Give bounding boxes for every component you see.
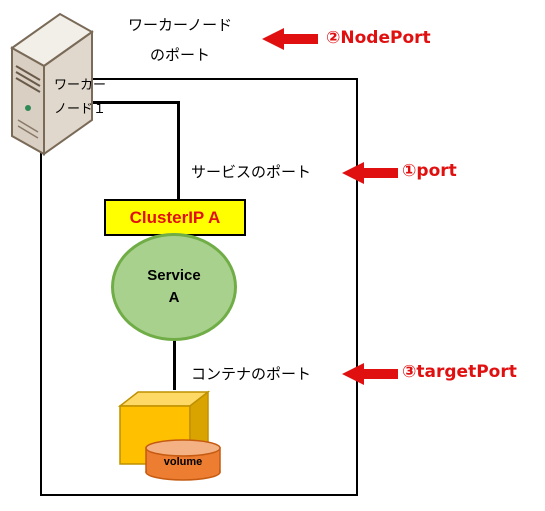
volume-icon	[145, 439, 221, 481]
port-arrow-icon	[342, 162, 398, 184]
worker-node-boundary	[40, 78, 358, 496]
worker-node-label-line1: ワーカー	[54, 78, 107, 93]
node-port-label-line2: のポート	[150, 46, 211, 64]
service-circle: Service A	[111, 233, 237, 341]
container-port-label: コンテナのポート	[191, 365, 312, 383]
node-port-label-line1: ワーカーノード	[128, 16, 233, 34]
worker-node-label-line2: ノード１	[54, 102, 107, 117]
node-port-label: ワーカーノード のポート	[128, 10, 232, 70]
targetport-annotation: ③targetPort	[402, 362, 517, 382]
nodeport-annotation: ②NodePort	[326, 28, 431, 48]
server-icon	[10, 12, 94, 156]
node-to-service-line-horizontal	[90, 101, 180, 104]
targetport-arrow-icon	[342, 363, 398, 385]
port-annotation: ①port	[402, 161, 457, 181]
service-port-label: サービスのポート	[191, 163, 312, 181]
volume-label: volume	[163, 456, 203, 468]
node-to-service-line-vertical	[177, 101, 180, 199]
service-label-line1: Service	[147, 267, 201, 284]
nodeport-arrow-icon	[262, 28, 318, 50]
service-label-line2: A	[168, 289, 180, 306]
cluster-ip-box: ClusterIP A	[104, 199, 246, 236]
worker-node-label: ワーカー ノード１	[54, 74, 106, 122]
service-to-container-line	[173, 340, 176, 390]
